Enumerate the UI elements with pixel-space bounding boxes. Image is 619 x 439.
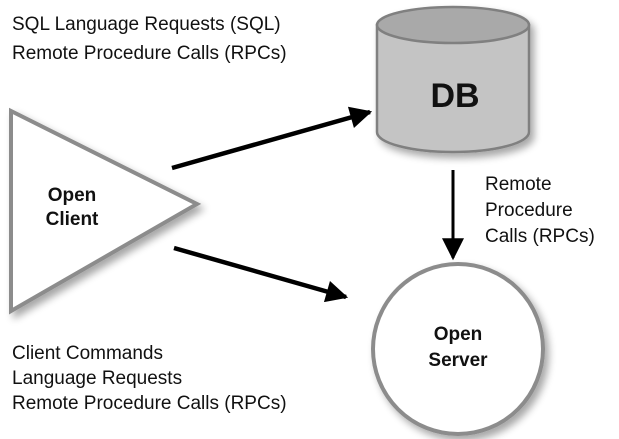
client-label-line-1: Open xyxy=(48,185,97,206)
server-label-line-2: Server xyxy=(428,350,488,371)
open-server-circle xyxy=(371,262,545,436)
open-client-triangle xyxy=(9,107,202,315)
db-cylinder-body xyxy=(375,23,531,154)
server-label-line-1: Open xyxy=(434,324,483,345)
bottom-label-line-3: Remote Procedure Calls (RPCs) xyxy=(12,393,287,414)
top-label-line-2: Remote Procedure Calls (RPCs) xyxy=(12,43,287,64)
right-label-line-2: Procedure xyxy=(485,200,573,221)
db-label: DB xyxy=(430,77,479,115)
bottom-label-line-1: Client Commands xyxy=(12,343,163,364)
db-cylinder xyxy=(375,5,531,154)
arrow-client-to-server xyxy=(173,245,349,303)
arrow-client-to-db xyxy=(171,106,373,171)
bottom-label-line-2: Language Requests xyxy=(12,368,182,389)
right-label-line-3: Calls (RPCs) xyxy=(485,226,595,247)
db-cylinder-top xyxy=(375,5,531,45)
client-label-line-2: Client xyxy=(46,209,99,230)
top-label-line-1: SQL Language Requests (SQL) xyxy=(12,14,281,35)
right-label-line-1: Remote xyxy=(485,174,552,195)
